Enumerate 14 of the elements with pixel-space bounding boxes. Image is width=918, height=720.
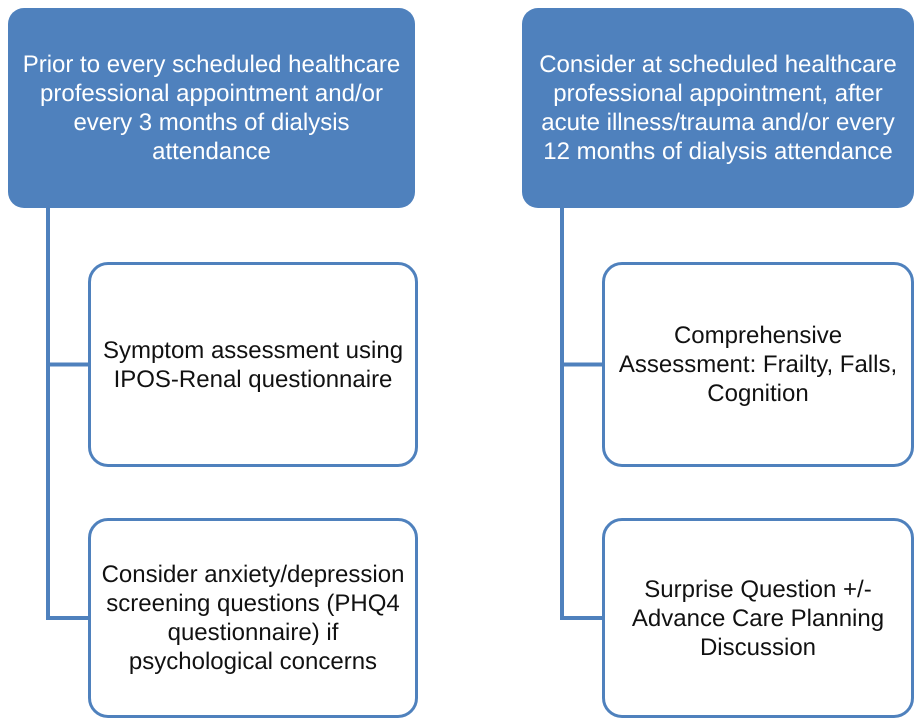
box-text: Prior to every scheduled healthcare professional appointment and/or every 3 months of dialysis attendance bbox=[22, 50, 402, 166]
process-box bbox=[602, 262, 914, 467]
box-text: Symptom assessment using IPOS-Renal questionnaire bbox=[102, 336, 404, 394]
header-box bbox=[8, 8, 415, 208]
process-box bbox=[88, 262, 418, 467]
connector-line bbox=[46, 208, 88, 620]
process-box bbox=[88, 518, 418, 718]
header-box bbox=[522, 8, 914, 208]
box-text: Consider anxiety/depression screening questions (PHQ4 questionnaire) if psychological concerns bbox=[101, 560, 405, 676]
box-text: Surprise Question +/- Advance Care Planning Discussion bbox=[630, 574, 886, 662]
box-text: Consider at scheduled healthcare professional appointment, after acute illness/trauma and/or every 12 months of dialysis attendance bbox=[538, 50, 898, 166]
connector-line bbox=[560, 208, 602, 620]
box-text: Comprehensive Assessment: Frailty, Falls, Cognition bbox=[618, 321, 898, 408]
process-box bbox=[602, 518, 914, 718]
